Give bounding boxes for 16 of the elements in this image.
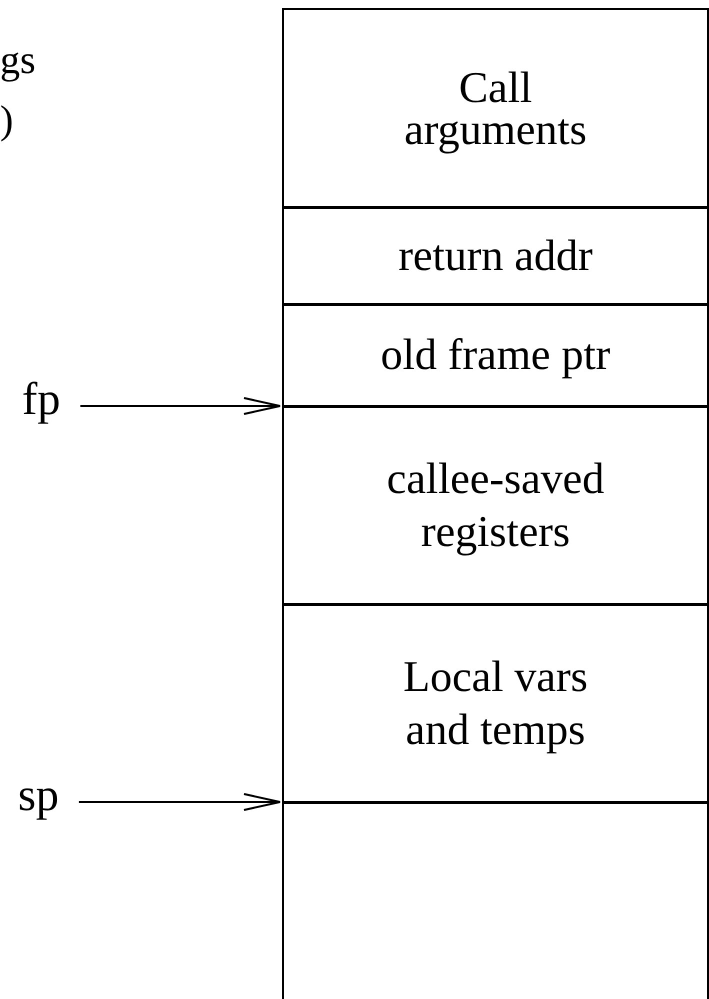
stack-cell [282, 405, 709, 606]
cell-text: old frame ptr [380, 329, 610, 382]
pointer-label: sp [18, 772, 59, 818]
pointer-arrow [78, 793, 281, 811]
pointer-label: fp [22, 376, 60, 422]
pointer-arrow [80, 397, 281, 415]
empty-stack-cell [282, 801, 709, 999]
text-fragment: ) [0, 100, 14, 140]
stack-cell [282, 8, 709, 209]
cell-text: callee-saved registers [386, 452, 606, 558]
stack-cell [282, 303, 709, 408]
stack-cell [282, 603, 709, 804]
cell-text: return addr [398, 230, 593, 282]
stack-cell [282, 206, 709, 306]
text-fragment: gs [0, 40, 36, 80]
cell-text: Local vars and temps [402, 650, 589, 756]
